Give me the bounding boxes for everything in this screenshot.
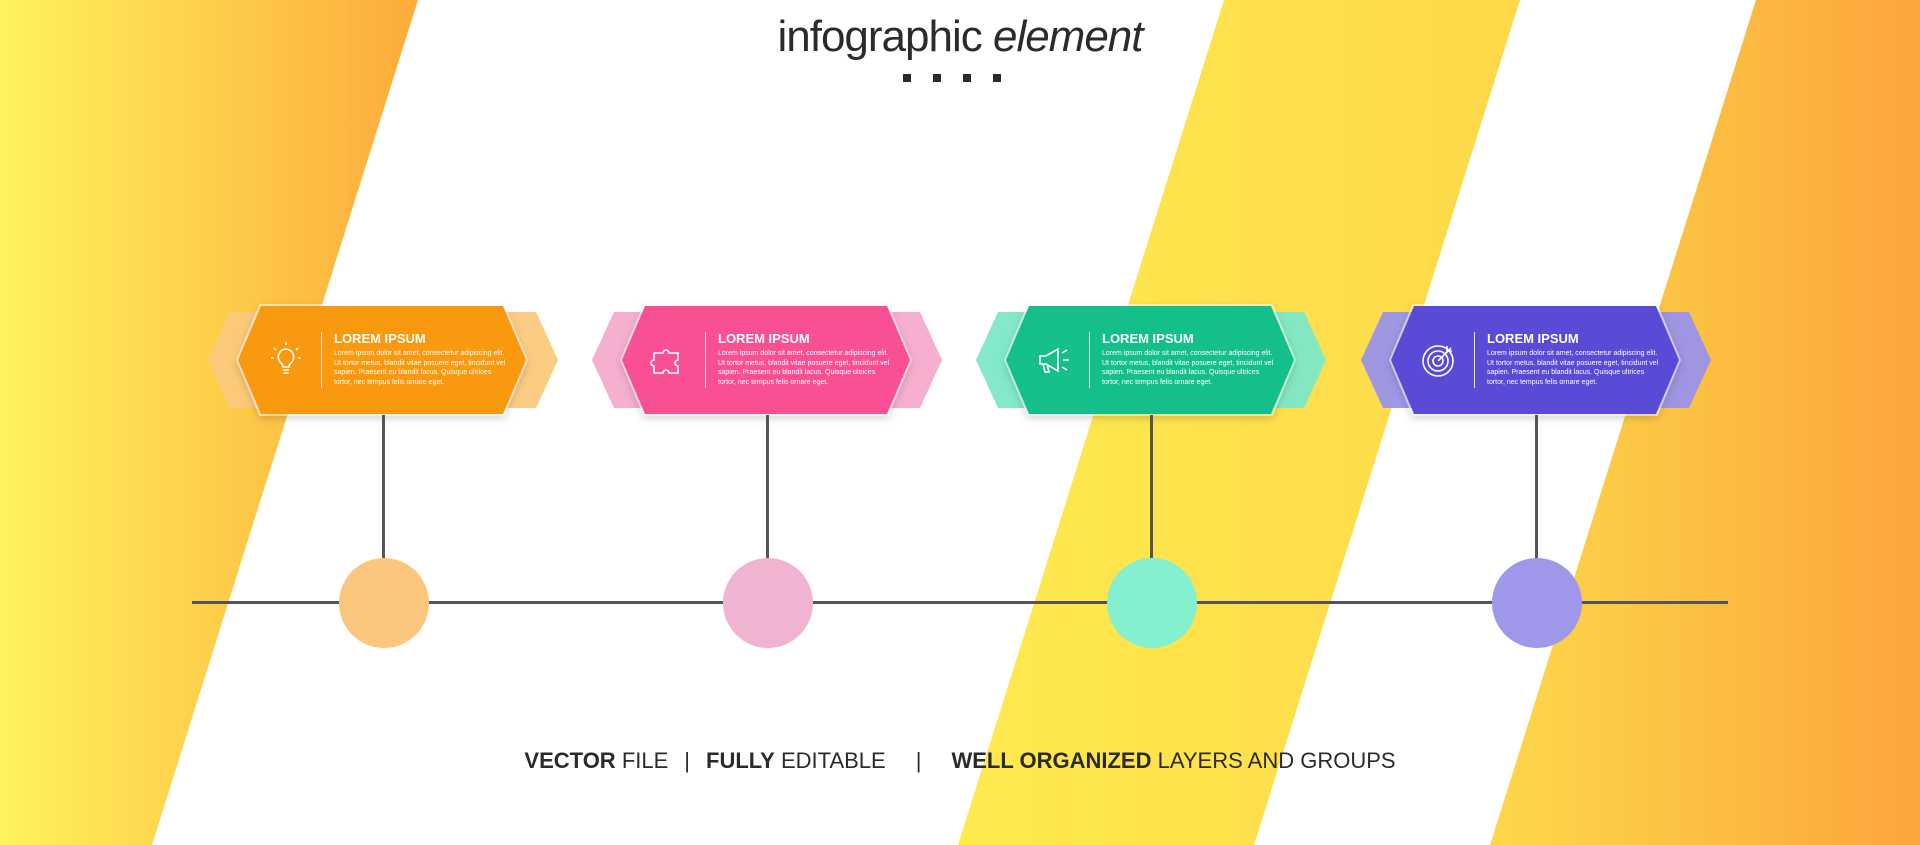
- footer-editable-rest: EDITABLE: [774, 748, 886, 773]
- timeline-dot: [1107, 558, 1197, 648]
- card-divider: [321, 332, 322, 388]
- lightbulb-icon: [266, 340, 306, 380]
- target-icon: [1419, 340, 1459, 380]
- footer-organized-rest: LAYERS AND GROUPS: [1151, 748, 1396, 773]
- footer-separator-2: |: [915, 748, 922, 773]
- card-title: LOREM IPSUM: [334, 331, 426, 346]
- right-stripe: [1490, 0, 1920, 845]
- megaphone-icon: [1034, 340, 1074, 380]
- connector-line: [382, 415, 385, 560]
- card-text: Lorem ipsum dolor sit amet, consectetur …: [1487, 350, 1659, 386]
- footer-organized-bold: WELL ORGANIZED: [951, 748, 1152, 773]
- footer-separator-1: |: [684, 748, 690, 773]
- card-text: Lorem ipsum dolor sit amet, consectetur …: [334, 350, 506, 386]
- card-divider: [1089, 332, 1090, 388]
- card-divider: [705, 332, 706, 388]
- card-text: Lorem ipsum dolor sit amet, consectetur …: [718, 350, 890, 386]
- step-2: LOREM IPSUM Lorem ipsum dolor sit amet, c…: [592, 300, 942, 650]
- connector-line: [1150, 415, 1153, 560]
- connector-line: [766, 415, 769, 560]
- step-4: LOREM IPSUM Lorem ipsum dolor sit amet, c…: [1361, 300, 1711, 650]
- middle-stripe: [958, 0, 1520, 845]
- left-stripe: [0, 0, 418, 845]
- page-title: infographic element: [0, 12, 1920, 62]
- card-divider: [1474, 332, 1475, 388]
- timeline-dot: [339, 558, 429, 648]
- hex-card: LOREM IPSUM Lorem ipsum dolor sit amet, c…: [1004, 304, 1296, 416]
- title-italic: element: [992, 12, 1144, 61]
- timeline-dot: [1492, 558, 1582, 648]
- timeline-dot: [723, 558, 813, 648]
- card-title: LOREM IPSUM: [1487, 331, 1579, 346]
- hex-card: LOREM IPSUM Lorem ipsum dolor sit amet, c…: [236, 304, 528, 416]
- card-title: LOREM IPSUM: [1102, 331, 1194, 346]
- footer-vector-bold: VECTOR: [524, 748, 616, 773]
- card-title: LOREM IPSUM: [718, 331, 810, 346]
- title-main: infographic: [777, 12, 982, 61]
- timeline-line: [192, 601, 1728, 604]
- connector-line: [1535, 415, 1538, 560]
- title-dots: [903, 74, 1001, 82]
- footer-editable-bold: FULLY: [706, 748, 775, 773]
- step-1: LOREM IPSUM Lorem ipsum dolor sit amet, c…: [208, 300, 558, 650]
- footer-caption: VECTOR FILE | FULLY EDITABLE | WELL ORGANIZE…: [0, 748, 1920, 774]
- footer-vector-rest: FILE: [615, 748, 669, 773]
- step-3: LOREM IPSUM Lorem ipsum dolor sit amet, c…: [976, 300, 1326, 650]
- card-text: Lorem ipsum dolor sit amet, consectetur …: [1102, 350, 1274, 386]
- hex-card: LOREM IPSUM Lorem ipsum dolor sit amet, c…: [620, 304, 912, 416]
- hex-card: LOREM IPSUM Lorem ipsum dolor sit amet, c…: [1389, 304, 1681, 416]
- puzzle-icon: [650, 340, 690, 380]
